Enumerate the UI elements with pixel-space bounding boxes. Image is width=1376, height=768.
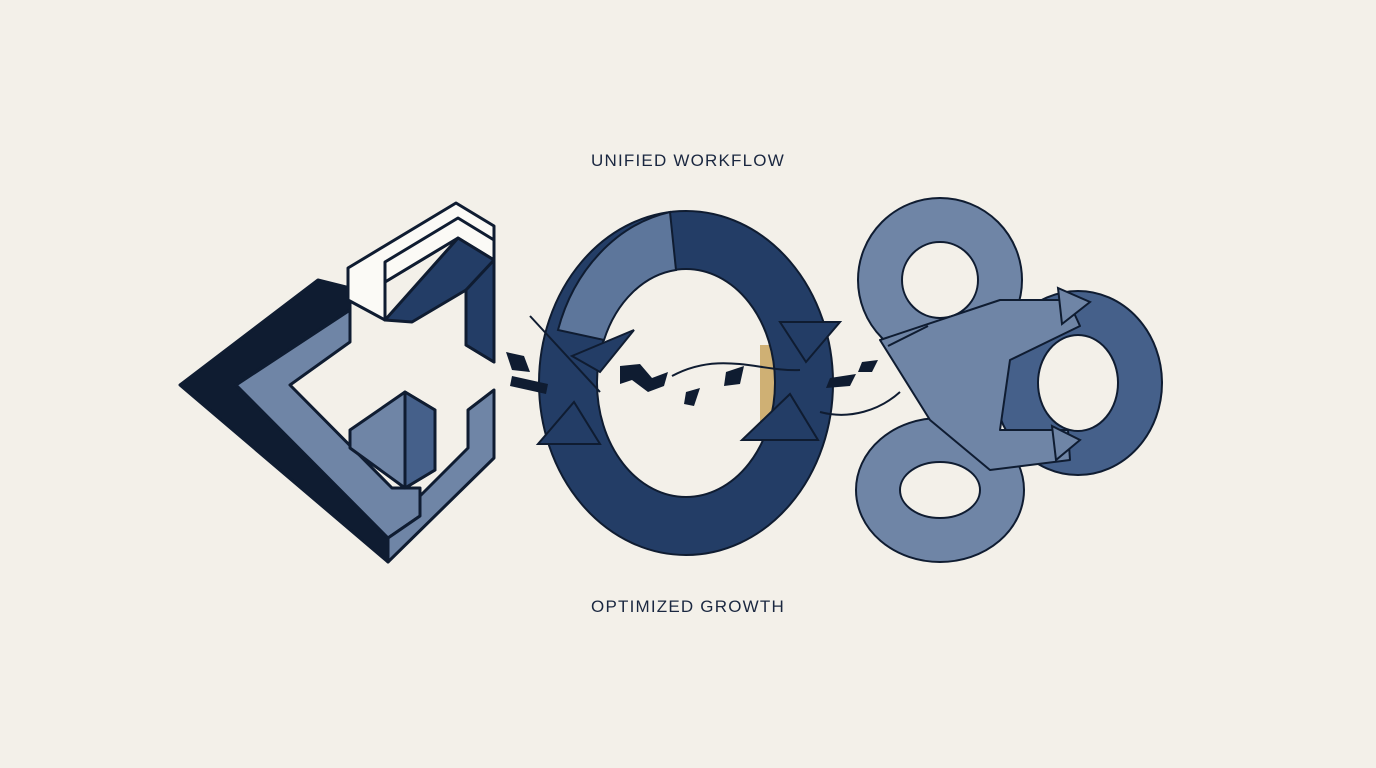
cycle-arrow-top-right [778, 321, 843, 364]
infinity-loop-icon [855, 197, 1163, 563]
square-right-column [464, 258, 496, 364]
dash-right-2 [826, 374, 856, 388]
cycle-arrow-bottom-right [739, 392, 820, 441]
cycle-ring [539, 211, 833, 555]
cycle-ring-inner-line [596, 268, 776, 498]
wave-middle [620, 364, 668, 392]
loop-arrow-top [1056, 286, 1092, 326]
loop-right-inner [1037, 334, 1119, 432]
dash-right-3 [858, 360, 878, 372]
cycle-arrow-top-left [569, 329, 635, 374]
cycle-arrows-icon [529, 210, 843, 556]
connector-wave-icon [506, 352, 901, 416]
wave-line [671, 362, 801, 377]
dash-left-2 [510, 376, 548, 394]
cycle-cross-line [529, 315, 601, 393]
cycle-ring-highlight [556, 210, 678, 342]
dash-right-1 [724, 366, 744, 386]
caption-optimized-growth: OPTIMIZED GROWTH [591, 597, 785, 616]
square-bottom-arm [386, 388, 496, 564]
loop-cross-line [887, 325, 929, 347]
loop-bottom [856, 418, 1024, 562]
loop-right [994, 291, 1162, 475]
cycle-arrow-bottom-left [535, 400, 602, 445]
impossible-square-icon [178, 201, 496, 564]
wave-to-loop [819, 391, 901, 416]
loop-cross-band [879, 299, 1081, 471]
loop-bottom-inner [899, 461, 981, 519]
square-inner-post-front [403, 390, 437, 490]
loop-top-inner [901, 241, 979, 319]
caption-unified-workflow: UNIFIED WORKFLOW [591, 151, 785, 170]
wave-drop [684, 388, 700, 406]
dash-left-1 [506, 352, 530, 372]
loop-arrow-bottom [1050, 424, 1082, 462]
